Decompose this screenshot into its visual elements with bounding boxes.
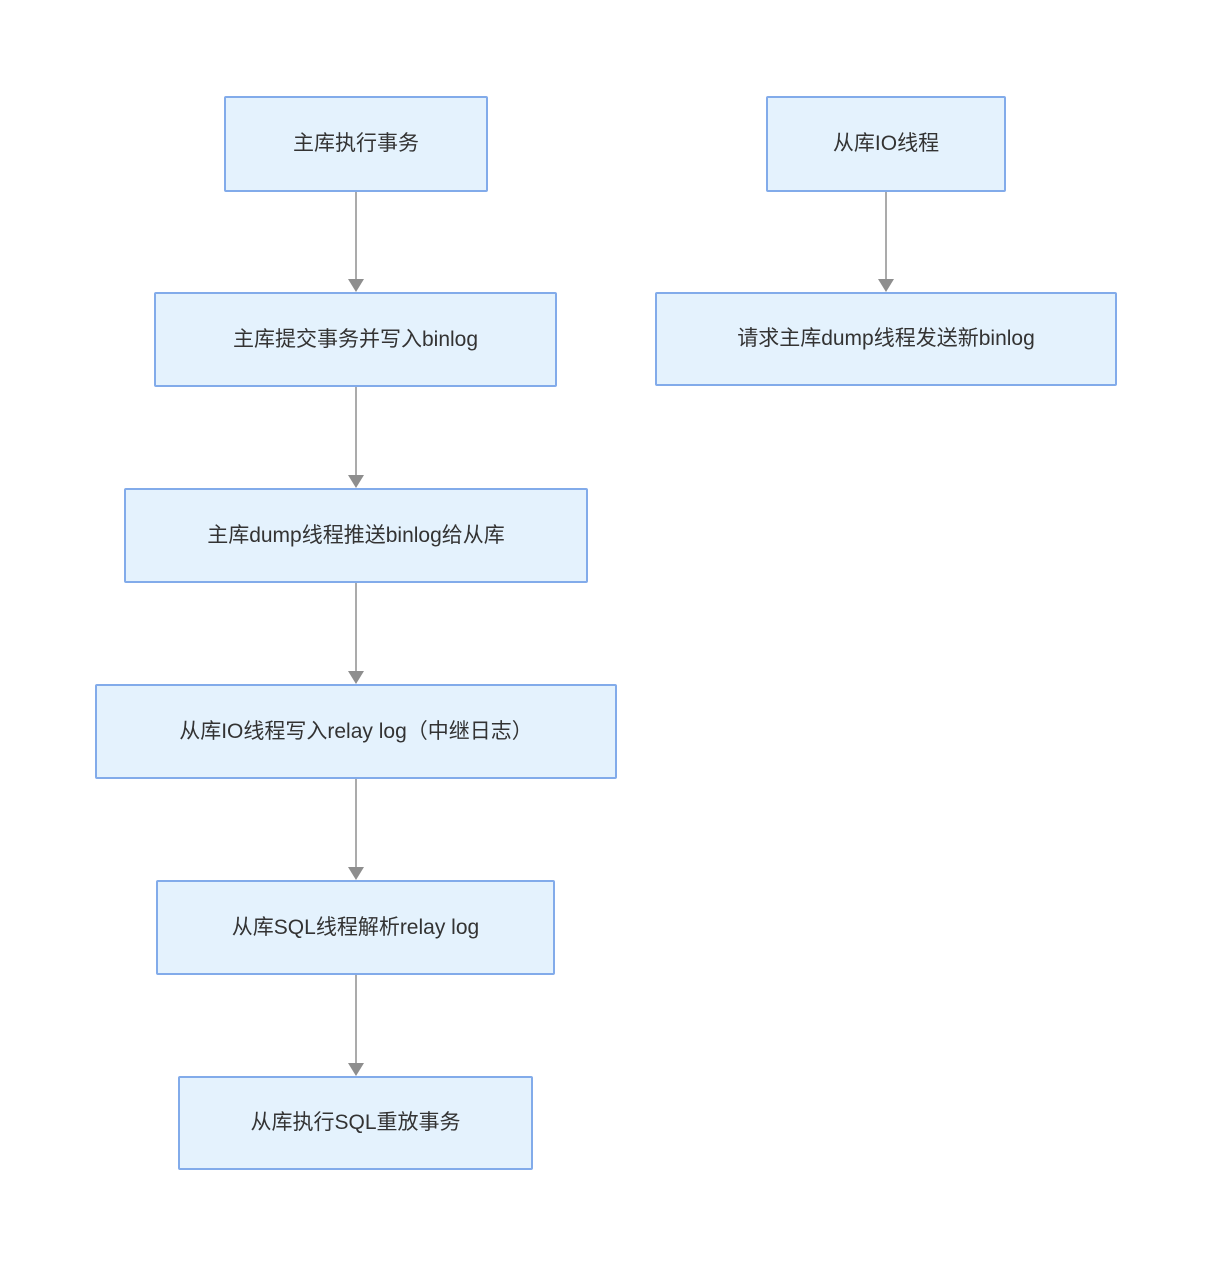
arrow-head-icon xyxy=(348,1063,364,1076)
arrow-down-icon xyxy=(348,387,364,488)
node-label: 从库IO线程写入relay log（中继日志） xyxy=(179,719,533,743)
node-master-dump-push-binlog: 主库dump线程推送binlog给从库 xyxy=(124,488,588,583)
arrow-down-icon xyxy=(348,583,364,684)
arrow-line xyxy=(355,583,357,672)
node-slave-io-write-relay-log: 从库IO线程写入relay log（中继日志） xyxy=(95,684,617,779)
arrow-head-icon xyxy=(348,475,364,488)
node-slave-io-thread: 从库IO线程 xyxy=(766,96,1006,192)
node-label: 从库SQL线程解析relay log xyxy=(231,915,480,939)
arrow-head-icon xyxy=(348,867,364,880)
arrow-line xyxy=(355,192,357,280)
arrow-line xyxy=(885,192,887,280)
arrow-down-icon xyxy=(348,192,364,292)
node-label: 主库dump线程推送binlog给从库 xyxy=(207,523,505,547)
node-label: 从库执行SQL重放事务 xyxy=(250,1111,461,1135)
node-request-dump-send-new-binlog: 请求主库dump线程发送新binlog xyxy=(655,292,1117,386)
arrow-line xyxy=(355,779,357,868)
arrow-head-icon xyxy=(878,279,894,292)
node-master-execute-transaction: 主库执行事务 xyxy=(224,96,488,192)
arrow-line xyxy=(355,387,357,476)
arrow-down-icon xyxy=(348,975,364,1076)
node-label: 主库执行事务 xyxy=(293,132,419,156)
arrow-down-icon xyxy=(878,192,894,292)
node-master-commit-write-binlog: 主库提交事务并写入binlog xyxy=(154,292,557,387)
node-slave-execute-sql-replay: 从库执行SQL重放事务 xyxy=(178,1076,533,1170)
node-label: 从库IO线程 xyxy=(832,132,940,156)
node-label: 主库提交事务并写入binlog xyxy=(232,327,479,351)
arrow-head-icon xyxy=(348,671,364,684)
arrow-down-icon xyxy=(348,779,364,880)
node-slave-sql-parse-relay-log: 从库SQL线程解析relay log xyxy=(156,880,555,975)
arrow-line xyxy=(355,975,357,1064)
arrow-head-icon xyxy=(348,279,364,292)
node-label: 请求主库dump线程发送新binlog xyxy=(737,327,1035,351)
